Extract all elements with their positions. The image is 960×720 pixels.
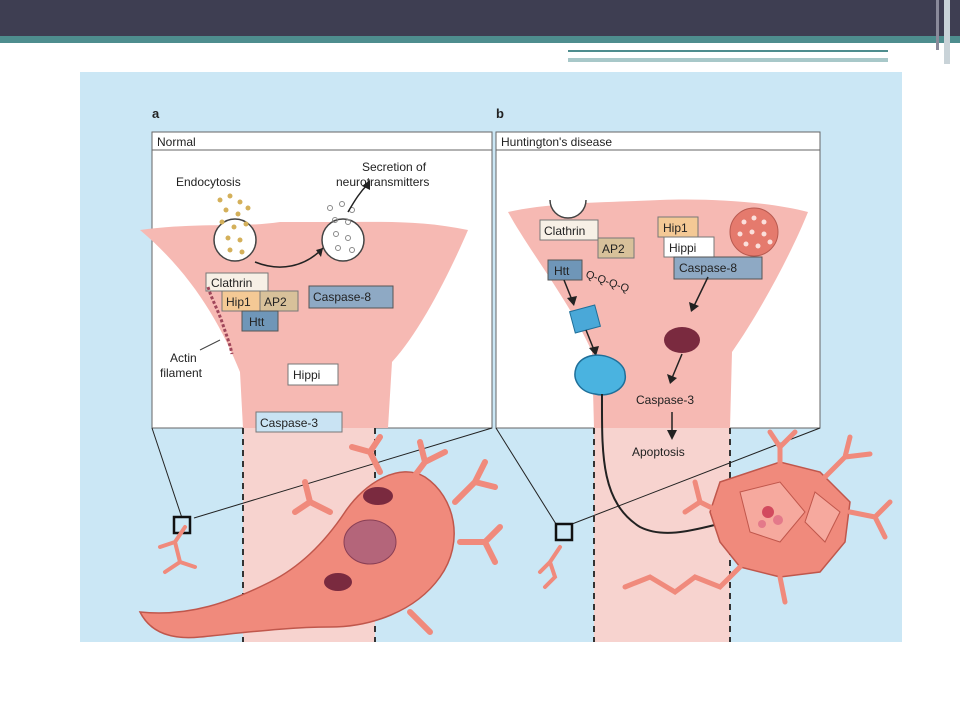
panel-a-hippi-label: Hippi (293, 368, 320, 382)
panel-b-htt-aggregate (574, 354, 626, 396)
panel-b-axon-column (594, 428, 730, 642)
panel-a-clathrin-label: Clathrin (211, 276, 252, 290)
panel-b-caspase8-label: Caspase-8 (679, 261, 737, 275)
panel-a-transport-arrowhead (316, 248, 323, 257)
panel-a-endocytosis-particles (217, 193, 251, 255)
panel-a-secretion-particles (327, 201, 355, 253)
panel-b-title: Huntington's disease (501, 135, 612, 149)
panel-b-vesicle-particles (737, 215, 773, 249)
panel-b-title-bar (495, 131, 821, 151)
slide-deco-vertical (944, 0, 950, 64)
panel-a-transport-arrow (254, 247, 324, 268)
panel-b-caspase8-arrowhead (689, 302, 699, 312)
panel-a-htt-box (241, 310, 279, 332)
panel-a-vesicle-endocytosis (213, 218, 257, 262)
panel-b-hip1-label: Hip1 (663, 221, 688, 235)
panel-a-endocytosis-label: Endocytosis (176, 175, 241, 189)
panel-b-mito-arrowhead (667, 374, 677, 384)
panel-b-ap2-box (597, 237, 635, 259)
panel-b-caspase8-arrow (693, 276, 709, 307)
panel-b-empty-pit (549, 199, 587, 219)
panel-b-nuclear-arrow (600, 393, 739, 534)
panel-b-caspase8-box (673, 256, 763, 280)
panel-b-clathrin-box (539, 219, 599, 241)
panel-b-zoom-line (495, 427, 557, 525)
slide-header-bar (0, 0, 960, 36)
panel-a-mitochondrion (363, 487, 393, 505)
panel-b-htt-fragment (568, 304, 602, 334)
panel-a-secretion-label-2: neurotransmitters (336, 175, 429, 189)
panel-a: a Normal Endocytosis Secretion of (138, 106, 503, 642)
panel-b: b Huntington's disease Clathrin AP2 Htt … (495, 106, 893, 642)
panel-a-htt-label: Htt (249, 315, 265, 329)
panel-a-actin-pointer (199, 339, 221, 351)
panel-a-caspase3-box (255, 411, 343, 433)
slide-accent-stripe (0, 36, 960, 43)
panel-b-caspase3-label: Caspase-3 (636, 393, 694, 407)
slide-deco-line (568, 50, 888, 52)
panel-b-ap2-label: AP2 (602, 242, 625, 256)
slide-deco-line (568, 58, 888, 62)
panel-a-secretion-label-1: Secretion of (362, 160, 427, 174)
panel-a-hip1-label: Hip1 (226, 295, 251, 309)
htt-mechanism-figure: a Normal Endocytosis Secretion of (80, 72, 902, 642)
panel-b-mitochondrion (664, 327, 700, 353)
panel-b-apoptosis-label: Apoptosis (632, 445, 685, 459)
panel-a-caspase3-label: Caspase-3 (260, 416, 318, 430)
panel-a-neuron (138, 434, 503, 639)
panel-b-hippi-label: Hippi (669, 241, 696, 255)
panel-b-caspase3-arrowhead (667, 430, 677, 440)
panel-b-htt-arrow (563, 279, 573, 301)
panel-b-htt-arrowhead (567, 296, 577, 306)
panel-a-caspase8-label: Caspase-8 (313, 290, 371, 304)
panel-b-letter: b (496, 106, 504, 121)
panel-b-htt-label: Htt (554, 264, 570, 278)
panel-b-zoom-square (554, 522, 574, 542)
panel-a-caspase8-box (308, 285, 394, 309)
panel-b-clathrin-label: Clathrin (544, 224, 585, 238)
panel-a-title: Normal (157, 135, 196, 149)
panel-b-fragment-arrow (585, 329, 595, 351)
panel-a-actin-label-2: filament (160, 366, 203, 380)
panel-a-hippi-box (287, 363, 339, 386)
panel-a-secretion-arrowhead (362, 180, 370, 190)
panel-a-zoom-line (151, 427, 183, 519)
slide-deco-vertical (936, 0, 939, 50)
panel-a-title-bar (151, 131, 493, 151)
panel-b-fragment-arrowhead (589, 346, 599, 356)
panel-a-zoom-line (193, 427, 493, 519)
panel-a-ap2-label: AP2 (264, 295, 287, 309)
panel-b-neuron (538, 429, 893, 605)
panel-a-ap2-box (259, 290, 299, 312)
panel-b-htt-box (547, 259, 583, 281)
panel-a-letter: a (152, 106, 160, 121)
panel-a-mitochondrion (324, 573, 352, 591)
panel-b-mito-arrow (671, 353, 683, 379)
panel-a-actin-label-1: Actin (170, 351, 197, 365)
panel-a-vesicle-secretion (321, 218, 365, 262)
panel-a-nucleus (343, 519, 397, 565)
panel-a-actin-filament (206, 286, 234, 355)
